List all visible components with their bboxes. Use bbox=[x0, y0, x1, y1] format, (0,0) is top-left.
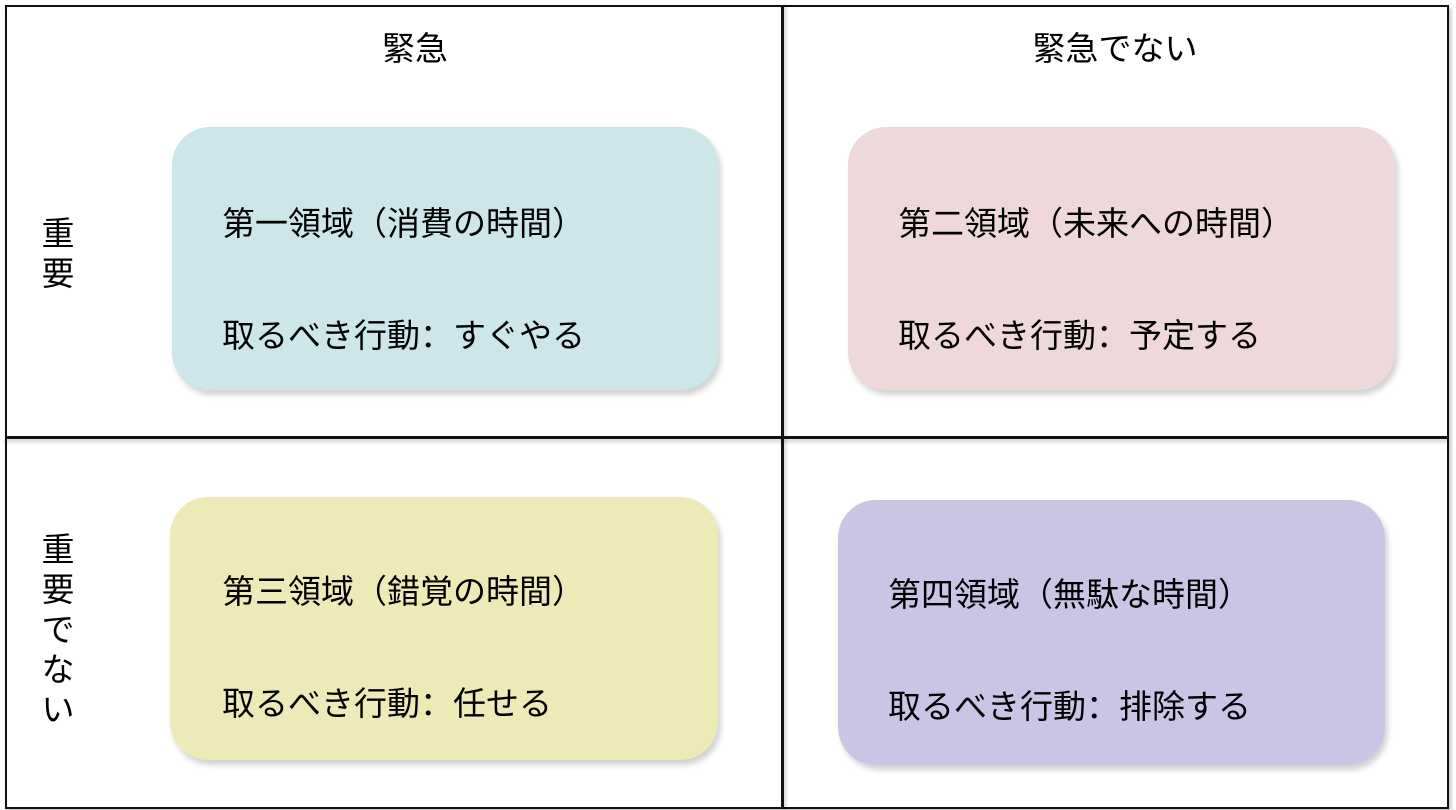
quadrant-2-title: 第二領域（未来への時間） bbox=[898, 204, 1294, 243]
quadrant-1-box: 第一領域（消費の時間） 取るべき行動：すぐやる bbox=[172, 127, 718, 390]
row-header-important: 重要 bbox=[41, 214, 75, 293]
quadrant-3-box: 第三領域（錯覚の時間） 取るべき行動：任せる bbox=[170, 497, 718, 760]
horizontal-divider bbox=[5, 436, 1448, 439]
quadrant-4-box: 第四領域（無駄な時間） 取るべき行動：排除する bbox=[838, 500, 1385, 765]
quadrant-4-action: 取るべき行動：排除する bbox=[888, 687, 1251, 726]
quadrant-2-box: 第二領域（未来への時間） 取るべき行動：予定する bbox=[848, 127, 1395, 390]
quadrant-3-title: 第三領域（錯覚の時間） bbox=[222, 572, 585, 611]
quadrant-1-title: 第一領域（消費の時間） bbox=[222, 204, 585, 243]
quadrant-4-title: 第四領域（無駄な時間） bbox=[888, 575, 1251, 614]
column-header-not-urgent: 緊急でない bbox=[1032, 29, 1198, 68]
quadrant-2-action: 取るべき行動：予定する bbox=[898, 316, 1261, 355]
row-header-not-important: 重要でない bbox=[41, 530, 75, 729]
matrix-frame bbox=[5, 5, 1449, 809]
quadrant-1-action: 取るべき行動：すぐやる bbox=[222, 316, 585, 355]
quadrant-3-action: 取るべき行動：任せる bbox=[222, 684, 552, 723]
vertical-divider bbox=[781, 5, 784, 809]
column-header-urgent: 緊急 bbox=[382, 29, 448, 68]
